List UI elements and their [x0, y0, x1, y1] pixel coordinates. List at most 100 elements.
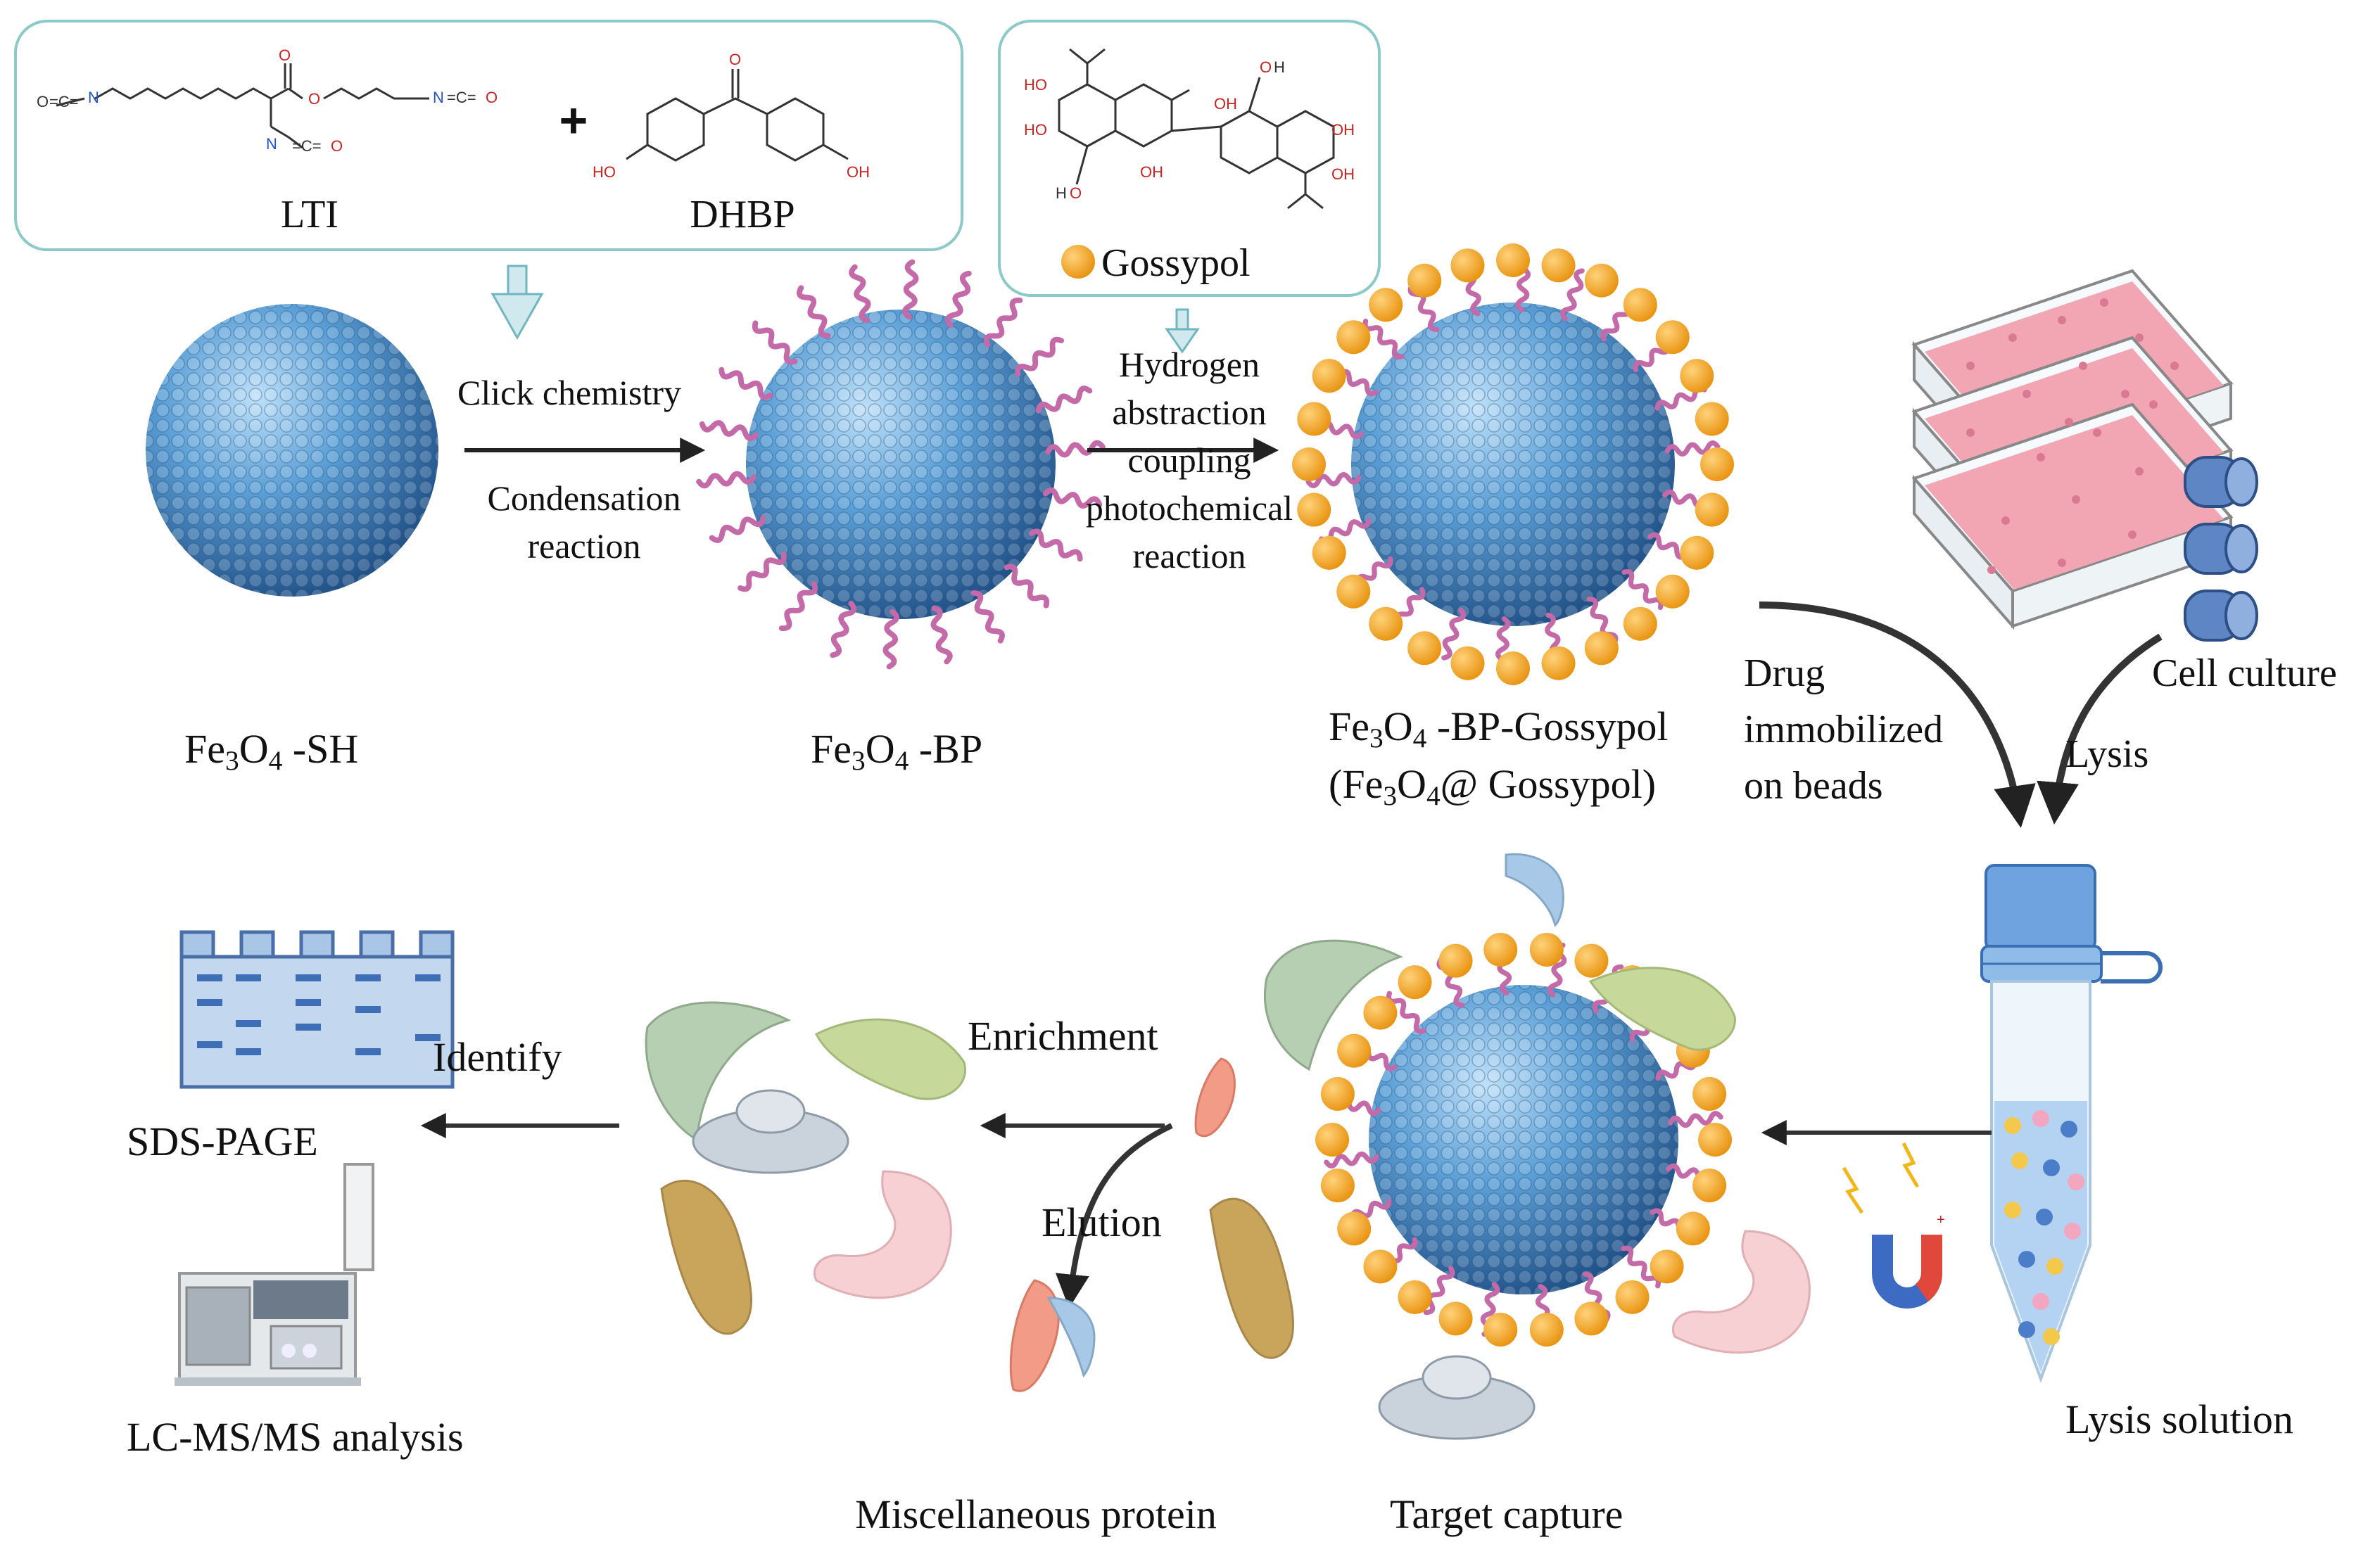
- gossypol-dot: [1529, 1313, 1564, 1347]
- gossypol-dot: [1695, 492, 1729, 527]
- lti-atom-labels: O =C= N O O N =C= O N =C= O: [37, 46, 498, 155]
- gossypol-dot: [1336, 574, 1371, 609]
- gossypol-dot: [1450, 248, 1485, 283]
- cell-dot: [2128, 530, 2137, 539]
- bead2-label: Fe3O4 -BP: [811, 726, 983, 776]
- cell-dot: [2001, 516, 2010, 525]
- bead-fe3o4-bp: [746, 310, 1056, 619]
- bead1-label: Fe3O4 -SH: [184, 726, 359, 776]
- tube-particles: [2004, 1110, 2084, 1345]
- gossypol-dot: [1407, 631, 1442, 666]
- lysis-tube: [1980, 864, 2163, 1383]
- drug-label-line2: immobilized: [1744, 708, 1944, 751]
- gossypol-dot: [1483, 932, 1518, 967]
- gossypol-label: Gossypol: [1101, 241, 1251, 285]
- step1-label-line3: reaction: [527, 526, 641, 566]
- gossypol-dot: [1615, 1280, 1650, 1314]
- bead3-label-line2: (Fe3O4@ Gossypol): [1329, 761, 1657, 811]
- gossypol-dot: [1297, 402, 1331, 436]
- reagent-box-gossypol: [998, 20, 1381, 297]
- lti-structure: [56, 63, 429, 149]
- gossypol-dot: [1698, 1123, 1732, 1157]
- sds-page-label: SDS-PAGE: [127, 1119, 318, 1164]
- arrow-lysis-to-tube: [2037, 633, 2163, 825]
- step2-label-line2: abstraction: [1112, 393, 1267, 432]
- step2-label-line4: photochemical: [1085, 488, 1293, 528]
- linker-squiggle: [905, 262, 917, 317]
- tube-particle: [2018, 1251, 2035, 1268]
- svg-text:N: N: [433, 89, 444, 106]
- target-capture-label: Target capture: [1390, 1491, 1623, 1537]
- gossypol-dot: [1438, 943, 1473, 978]
- cell-dot: [2058, 559, 2066, 567]
- cell-dot: [2093, 428, 2101, 437]
- step1-label-line2: Condensation: [487, 478, 681, 518]
- dhbp-structure: [626, 69, 849, 162]
- bead-fe3o4-gossypol: [1351, 303, 1675, 626]
- cell-dot: [1966, 362, 1975, 370]
- svg-text:+: +: [1937, 1212, 1945, 1228]
- gossypol-dot: [1574, 943, 1609, 978]
- bead-fe3o4-sh: [146, 304, 438, 597]
- gossypol-dot: [1337, 1211, 1372, 1246]
- captured-proteins: [1209, 853, 1811, 1440]
- svg-text:O: O: [729, 51, 741, 68]
- linker-squiggle: [828, 602, 855, 657]
- lcms-label: LC-MS/MS analysis: [127, 1414, 464, 1460]
- step2-label-line5: reaction: [1132, 536, 1246, 575]
- svg-text:O: O: [486, 89, 498, 106]
- gossypol-dot: [1320, 1076, 1355, 1111]
- plus-sign: +: [559, 93, 588, 148]
- tube-particle: [2004, 1117, 2021, 1134]
- enrichment-label: Enrichment: [968, 1013, 1158, 1059]
- cell-dot: [2008, 333, 2017, 342]
- tube-particle: [2043, 1159, 2060, 1176]
- arrow-elution: [1055, 1123, 1173, 1309]
- cell-dot: [2072, 495, 2080, 504]
- cell-dot: [2058, 316, 2066, 324]
- cell-dot: [2079, 362, 2087, 370]
- tube-particle: [2018, 1321, 2035, 1338]
- tube-particle: [2004, 1202, 2021, 1218]
- drug-label-line1: Drug: [1744, 651, 1825, 695]
- gossypol-dot: [1315, 1123, 1349, 1157]
- sds-page-gel-icon: [179, 930, 455, 1089]
- svg-text:H: H: [1274, 58, 1285, 76]
- gossypol-dot: [1676, 1211, 1710, 1246]
- step2-label-line1: Hydrogen: [1119, 345, 1260, 384]
- linker-squiggle: [885, 611, 897, 667]
- gossypol-dot: [1292, 447, 1326, 481]
- cell-dot: [1966, 428, 1975, 437]
- reagent-box-lti-dhbp: [14, 20, 963, 251]
- arrow-drug-to-tube: [1759, 601, 2036, 828]
- bead3-label-line1: Fe3O4 -BP-Gossypol: [1329, 704, 1669, 753]
- gossypol-dot: [1369, 288, 1403, 322]
- cell-dot: [2149, 400, 2158, 409]
- gossypol-dot: [1450, 646, 1485, 680]
- svg-text:HO: HO: [1024, 76, 1047, 94]
- gossypol-dot: [1541, 646, 1576, 680]
- cell-dot: [2065, 418, 2073, 426]
- svg-text:N: N: [266, 135, 277, 153]
- gossypol-dot: [1312, 535, 1346, 570]
- lti-label: LTI: [281, 193, 338, 236]
- gossypol-dot: [1369, 606, 1403, 641]
- tube-particle: [2043, 1328, 2060, 1345]
- cell-dot: [2170, 362, 2179, 370]
- linker-squiggle: [698, 472, 754, 486]
- svg-text:=C=: =C=: [49, 93, 79, 110]
- lcms-instrument-icon: [175, 1163, 374, 1386]
- gossypol-dot: [1483, 1313, 1518, 1347]
- svg-text:OH: OH: [1331, 165, 1355, 183]
- gossypol-dot: [1680, 535, 1714, 570]
- svg-text:OH: OH: [1214, 95, 1237, 113]
- drug-label-line3: on beads: [1744, 764, 1883, 808]
- gossypol-dot: [1574, 1301, 1609, 1336]
- misc-protein-label: Miscellaneous protein: [855, 1491, 1217, 1537]
- tube-particle: [2068, 1173, 2084, 1190]
- gossypol-dot: [1695, 402, 1729, 436]
- svg-text:HO: HO: [1024, 121, 1047, 139]
- cell-culture-label: Cell culture: [2152, 651, 2337, 695]
- gossypol-dot: [1297, 492, 1331, 527]
